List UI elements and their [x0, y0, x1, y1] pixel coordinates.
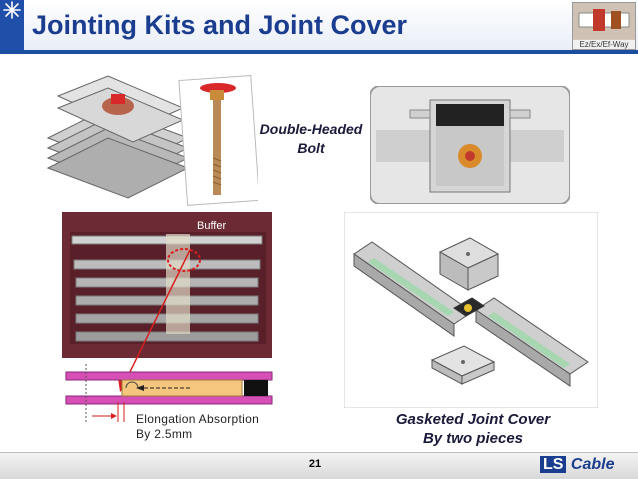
joint-block [453, 297, 485, 317]
joint-plates [46, 75, 190, 199]
thumbnail-caption: Ez/Ex/Ef-Way [573, 40, 635, 49]
gasketed-joint-cover-image [344, 212, 598, 408]
double-headed-bolt-label-line2: Bolt [297, 140, 325, 156]
elongation-label: Elongation Absorption By 2.5mm [136, 412, 259, 442]
upper-cover [438, 237, 500, 291]
busway-right [475, 297, 589, 387]
installed-joint-image [370, 86, 570, 204]
double-headed-bolt-label: Double-Headed Bolt [248, 120, 374, 158]
double-headed-bolt-label-line1: Double-Headed [259, 121, 363, 137]
page-title: Jointing Kits and Joint Cover [32, 10, 408, 40]
page-number: 21 [308, 458, 322, 470]
logo-ls: LS [540, 456, 567, 473]
joint-cutaway-photo: Buffer [62, 212, 272, 358]
gasketed-label-line1: Gasketed Joint Cover [395, 411, 551, 428]
footer-bar [0, 452, 638, 479]
elongation-label-line1: Elongation Absorption [136, 412, 260, 426]
elongation-diagram [65, 364, 273, 422]
gasketed-joint-cover-label: Gasketed Joint Cover By two pieces [384, 410, 562, 448]
thumbnail-image: Ez/Ex/Ef-Way [572, 2, 636, 50]
header-divider [0, 50, 638, 54]
snowflake-icon [0, 0, 24, 50]
header-bar [0, 0, 638, 50]
elongation-label-line2: By 2.5mm [136, 427, 193, 441]
busway-left [353, 241, 473, 337]
jointing-kit-image [46, 75, 258, 206]
logo-cable: Cable [570, 456, 615, 473]
ls-cable-logo: LS Cable [540, 456, 614, 474]
gasketed-label-line2: By two pieces [422, 430, 524, 447]
lower-cover [430, 345, 496, 385]
buffer-label: Buffer [197, 220, 226, 232]
double-headed-bolt [178, 75, 258, 206]
